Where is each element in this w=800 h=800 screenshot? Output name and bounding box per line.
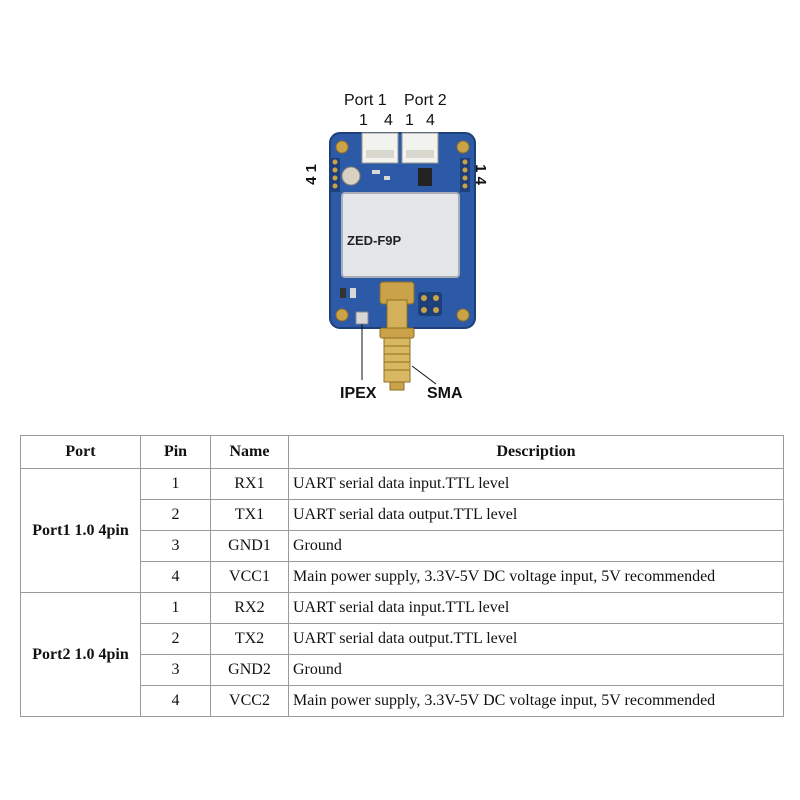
pin-cell: 3 — [140, 654, 211, 686]
mount-hole-icon — [456, 308, 470, 322]
sma-leader-line — [411, 365, 437, 385]
rf-shield — [341, 192, 460, 278]
table-row: 4 VCC1 Main power supply, 3.3V-5V DC vol… — [21, 561, 784, 593]
description-cell: Main power supply, 3.3V-5V DC voltage in… — [288, 561, 784, 593]
port2-pin-left: 1 — [405, 112, 414, 129]
board-figure: Port 1 Port 2 1 4 1 4 4 1 1 4 ZED-F9P IP… — [302, 92, 489, 402]
table-row: 2 TX2 UART serial data output.TTL level — [21, 623, 784, 655]
description-cell: Ground — [288, 654, 784, 686]
name-cell: GND2 — [210, 654, 289, 686]
left-pin-header — [330, 158, 340, 192]
table-row: 3 GND2 Ground — [21, 654, 784, 686]
table-row: 4 VCC2 Main power supply, 3.3V-5V DC vol… — [21, 685, 784, 717]
name-cell: TX1 — [210, 499, 289, 531]
port1-pin-right: 4 — [384, 112, 393, 129]
sma-connector — [379, 281, 415, 391]
chip-label: ZED-F9P — [347, 233, 402, 248]
table-row: Port2 1.0 4pin 1 RX2 UART serial data in… — [20, 592, 784, 717]
header-description: Description — [288, 435, 784, 469]
port-group-cell: Port1 1.0 4pin — [20, 468, 141, 593]
port1-pin-left: 1 — [359, 112, 368, 129]
port-group-cell: Port2 1.0 4pin — [20, 592, 141, 717]
battery-icon — [341, 166, 361, 186]
description-cell: UART serial data output.TTL level — [288, 623, 784, 655]
name-cell: TX2 — [210, 623, 289, 655]
description-cell: Ground — [288, 530, 784, 562]
description-cell: Main power supply, 3.3V-5V DC voltage in… — [288, 685, 784, 717]
pin-cell: 3 — [140, 530, 211, 562]
ipex-connector — [355, 311, 369, 325]
description-cell: UART serial data input.TTL level — [288, 468, 784, 500]
sma-label: SMA — [427, 385, 463, 402]
port1-label: Port 1 — [344, 92, 387, 109]
left-header-pin-numbers: 4 1 — [302, 164, 320, 185]
pin-cell: 4 — [140, 685, 211, 717]
port2-label: Port 2 — [404, 92, 447, 109]
pin-cell: 2 — [140, 623, 211, 655]
mount-hole-icon — [456, 140, 470, 154]
pin-cell: 4 — [140, 561, 211, 593]
port2-pin-right: 4 — [426, 112, 435, 129]
pinout-table: Port Pin Name Description Port1 1.0 4pin… — [20, 435, 784, 717]
header-port: Port — [20, 435, 141, 469]
smd-pads — [418, 292, 442, 316]
pin-cell: 1 — [140, 468, 211, 500]
description-cell: UART serial data input.TTL level — [288, 592, 784, 624]
right-header-pin-numbers: 1 4 — [471, 164, 489, 185]
name-cell: RX1 — [210, 468, 289, 500]
table-row: 3 GND1 Ground — [21, 530, 784, 562]
port1-connector — [361, 132, 399, 164]
ipex-label: IPEX — [340, 385, 377, 402]
name-cell: RX2 — [210, 592, 289, 624]
right-pin-header — [460, 158, 470, 192]
mount-hole-icon — [335, 140, 349, 154]
table-header-row: Port Pin Name Description — [20, 435, 784, 469]
description-cell: UART serial data output.TTL level — [288, 499, 784, 531]
pin-cell: 1 — [140, 592, 211, 624]
header-pin: Pin — [140, 435, 211, 469]
header-name: Name — [210, 435, 289, 469]
name-cell: GND1 — [210, 530, 289, 562]
port2-connector — [401, 132, 439, 164]
name-cell: VCC1 — [210, 561, 289, 593]
mount-hole-icon — [335, 308, 349, 322]
board-illustration — [329, 132, 476, 391]
table-row: Port1 1.0 4pin 1 RX1 UART serial data in… — [20, 468, 784, 593]
pin-cell: 2 — [140, 499, 211, 531]
name-cell: VCC2 — [210, 685, 289, 717]
